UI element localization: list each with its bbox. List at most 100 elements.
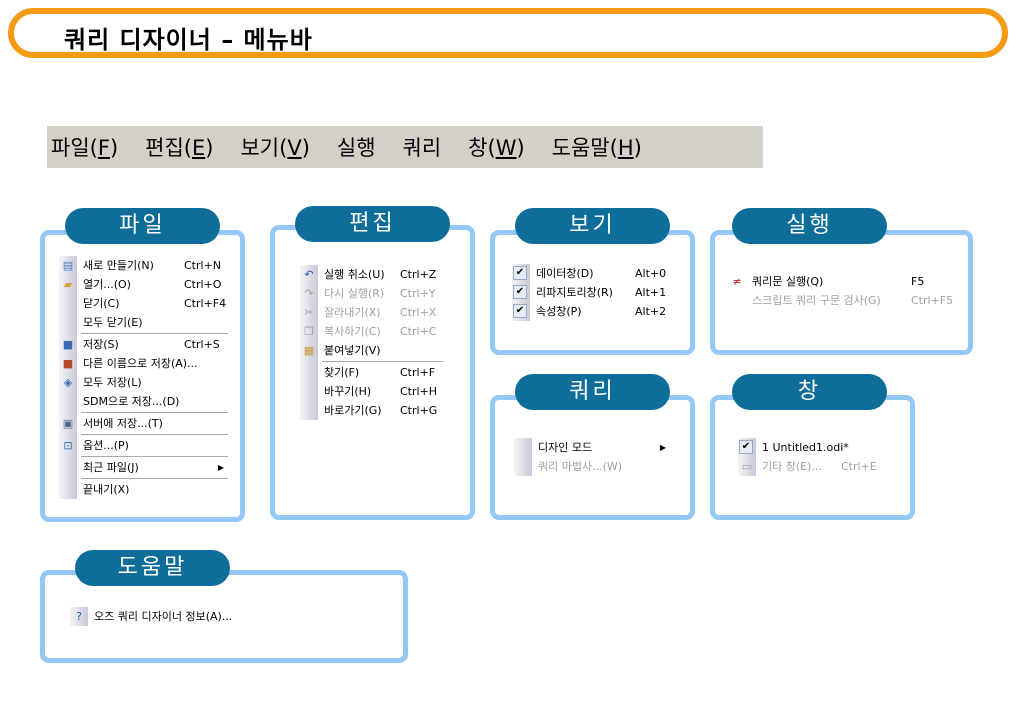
menu-item-shortcut: Alt+1: [635, 286, 667, 299]
panel-tab-view: 보기: [515, 208, 670, 244]
menu-item-shortcut: Alt+2: [635, 305, 667, 318]
open-folder-icon: ▰: [63, 278, 73, 291]
menu-item-shortcut: Ctrl+F: [400, 366, 436, 379]
menu-item[interactable]: 찾기(F) Ctrl+F: [300, 363, 445, 382]
menu-item-label: 데이터창(D): [536, 267, 594, 280]
menu-item[interactable]: 끝내기(X): [59, 480, 230, 499]
menu-icon-gutter: [70, 607, 88, 626]
menu-item-label: SDM으로 저장...(D): [83, 395, 180, 408]
checkmark-icon: ✔: [513, 266, 527, 280]
menu-item[interactable]: 모두 닫기(E): [59, 313, 230, 332]
menu-item[interactable]: ■다른 이름으로 저장(A)...: [59, 354, 230, 373]
menu-item-label: 모두 저장(L): [83, 376, 142, 389]
help-menu: ?오즈 쿼리 디자이너 정보(A)...: [70, 607, 287, 626]
menu-item[interactable]: ⊡옵션...(P): [59, 436, 230, 455]
menu-separator: [59, 477, 230, 480]
panel-tab-file: 파일: [65, 208, 220, 244]
save-all-icon: ◈: [63, 376, 73, 389]
menu-item-label: 최근 파일(J): [83, 461, 139, 474]
run-query-icon: ≠: [732, 275, 742, 288]
title-banner: 쿼리 디자이너 – 메뉴바: [8, 8, 1008, 58]
menu-item[interactable]: ◈ 모두 저장(L): [59, 373, 230, 392]
menu-item[interactable]: 최근 파일(J) ▶: [59, 458, 230, 477]
menubar-item-view[interactable]: 보기(V): [240, 136, 310, 160]
menu-item[interactable]: ✔ 1 Untitled1.odi*: [738, 438, 888, 457]
menu-item-shortcut: Ctrl+G: [400, 404, 438, 417]
menu-item[interactable]: ✔속성창(P)Alt+2: [512, 302, 674, 321]
menu-item-label: 바꾸기(H): [324, 385, 372, 398]
panel-tab-query: 쿼리: [515, 374, 670, 410]
menubar: 파일(F) 편집(E) 보기(V) 실행 쿼리 창(W) 도움말(H): [47, 126, 763, 168]
edit-menu: ↶실행 취소(U)Ctrl+Z↷다시 실행(R)Ctrl+Y ✂ 잘라내기(X) Ct…: [300, 265, 445, 420]
checkmark-icon: ✔: [513, 285, 527, 299]
panel-tab-edit: 편집: [295, 206, 450, 242]
undo-icon: ↶: [304, 268, 314, 281]
page-title: 쿼리 디자이너 – 메뉴바: [64, 26, 313, 54]
menu-item[interactable]: ■저장(S)Ctrl+S: [59, 335, 230, 354]
menu-item-shortcut: F5: [911, 275, 925, 288]
menu-item-label: 저장(S): [83, 338, 119, 351]
menu-item[interactable]: 디자인 모드▶: [514, 438, 672, 457]
menu-separator: [59, 411, 230, 414]
cut-icon: ✂: [304, 306, 314, 319]
menu-item[interactable]: ▭기타 창(E)...Ctrl+E: [738, 457, 888, 476]
menu-item-shortcut: Ctrl+Z: [400, 268, 437, 281]
menu-item-shortcut: Ctrl+C: [400, 325, 437, 338]
submenu-arrow-icon: ▶: [217, 463, 224, 472]
view-menu: ✔데이터창(D)Alt+0✔리파지토리창(R)Alt+1✔속성창(P)Alt+2: [512, 264, 674, 321]
menu-item[interactable]: ▦붙여넣기(V): [300, 341, 445, 360]
menubar-item-window[interactable]: 창(W): [468, 136, 525, 160]
menu-item-label: 서버에 저장...(T): [83, 417, 163, 430]
menu-item[interactable]: 바꾸기(H)Ctrl+H: [300, 382, 445, 401]
menu-item-label: 모두 닫기(E): [83, 316, 143, 329]
menu-item[interactable]: 바로가기(G) Ctrl+G: [300, 401, 445, 420]
menubar-item-file[interactable]: 파일(F): [51, 136, 119, 160]
menu-item[interactable]: ✔데이터창(D)Alt+0: [512, 264, 674, 283]
menu-item-label: 1 Untitled1.odi*: [762, 441, 849, 454]
paste-icon: ▦: [303, 344, 315, 357]
menu-item[interactable]: ≠ 쿼리문 실행(Q) F5: [728, 272, 958, 291]
menu-item-label: 찾기(F): [324, 366, 360, 379]
menu-item-label: 오즈 쿼리 디자이너 정보(A)...: [94, 610, 233, 623]
save-icon: ■: [62, 338, 74, 351]
menu-item-label: 디자인 모드: [538, 441, 593, 454]
menubar-item-query[interactable]: 쿼리: [402, 136, 442, 160]
menu-item[interactable]: ↶실행 취소(U)Ctrl+Z: [300, 265, 445, 284]
menu-item-label: 다른 이름으로 저장(A)...: [83, 357, 198, 370]
menu-item[interactable]: ✔리파지토리창(R)Alt+1: [512, 283, 674, 302]
menu-item-label: 바로가기(G): [324, 404, 382, 417]
window-menu: ✔ 1 Untitled1.odi* ▭기타 창(E)...Ctrl+E: [738, 438, 888, 476]
panel-tab-window: 창: [732, 374, 887, 410]
checkmark-icon: ✔: [739, 440, 753, 454]
menu-item[interactable]: SDM으로 저장...(D): [59, 392, 230, 411]
menu-item-label: 잘라내기(X): [324, 306, 381, 319]
redo-icon: ↷: [304, 287, 314, 300]
menu-item[interactable]: 닫기(C)Ctrl+F4: [59, 294, 230, 313]
menubar-item-help[interactable]: 도움말(H): [551, 136, 642, 160]
menu-item-label: 새로 만들기(N): [83, 259, 154, 272]
menu-item-label: 끝내기(X): [83, 483, 130, 496]
menu-item-label: 복사하기(C): [324, 325, 381, 338]
menu-item[interactable]: ❐복사하기(C)Ctrl+C: [300, 322, 445, 341]
new-icon: ▤: [62, 259, 74, 272]
menu-item[interactable]: ↷다시 실행(R)Ctrl+Y: [300, 284, 445, 303]
menu-item[interactable]: ▤ 새로 만들기(N) Ctrl+N: [59, 256, 230, 275]
menu-icon-gutter: [300, 265, 318, 420]
menu-item[interactable]: ?오즈 쿼리 디자이너 정보(A)...: [70, 607, 287, 626]
menu-separator: [59, 455, 230, 458]
menu-item[interactable]: ✂잘라내기(X)Ctrl+X: [300, 303, 445, 322]
menu-icon-gutter: [59, 256, 77, 499]
panel-tab-run: 실행: [732, 208, 887, 244]
menu-item[interactable]: 쿼리 마법사...(W): [514, 457, 672, 476]
menu-item-shortcut: Ctrl+O: [184, 278, 222, 291]
menu-item-label: 스크립트 쿼리 구문 검사(G): [752, 294, 881, 307]
menu-item[interactable]: ▰열기...(O)Ctrl+O: [59, 275, 230, 294]
menubar-item-edit[interactable]: 편집(E): [145, 136, 214, 160]
menu-item-shortcut: Ctrl+N: [184, 259, 222, 272]
menubar-item-run[interactable]: 실행: [336, 136, 376, 160]
menu-item[interactable]: ▣서버에 저장...(T): [59, 414, 230, 433]
menu-item[interactable]: 스크립트 쿼리 구문 검사(G)Ctrl+F5: [728, 291, 958, 310]
menu-item-label: 쿼리문 실행(Q): [752, 275, 824, 288]
checkmark-icon: ✔: [513, 304, 527, 318]
